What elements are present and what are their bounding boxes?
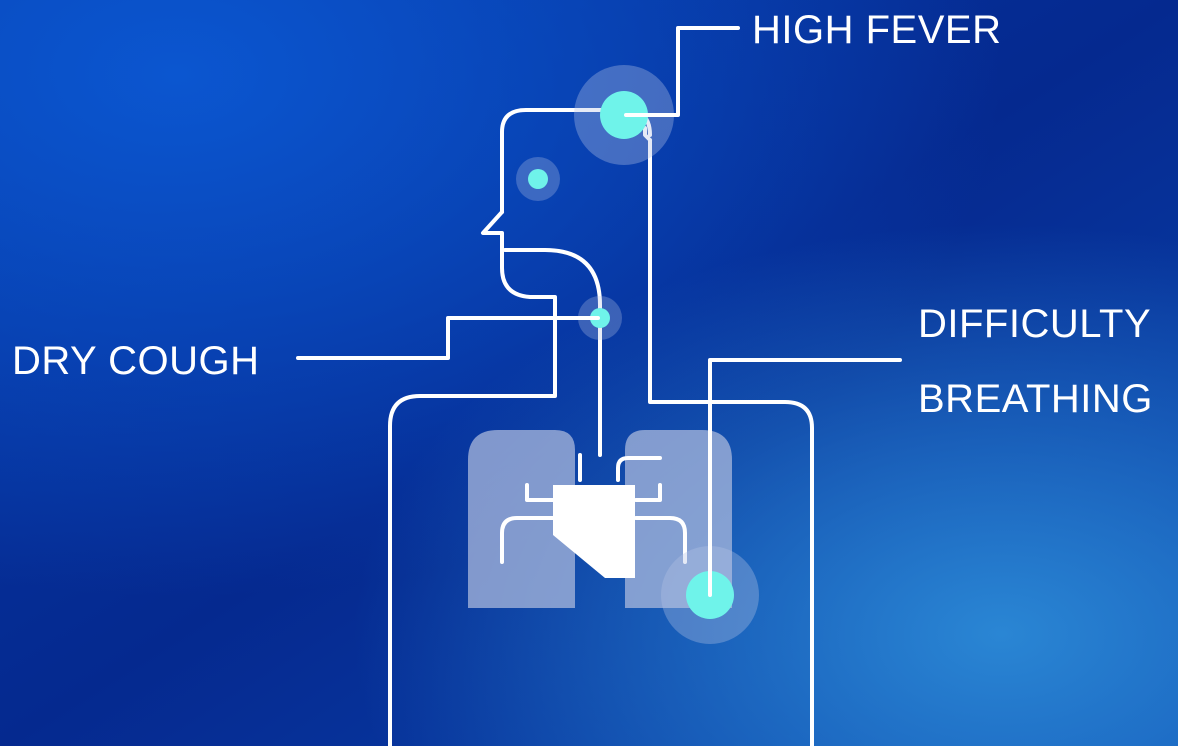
eye-marker [516,157,560,201]
difficulty-breathing-label-line1: DIFFICULTY [918,302,1151,346]
dry-cough-label: DRY COUGH [12,339,260,383]
difficulty-breathing-label-line2: BREATHING [918,377,1153,421]
eye-dot [528,169,548,189]
high-fever-label: HIGH FEVER [752,8,1001,52]
